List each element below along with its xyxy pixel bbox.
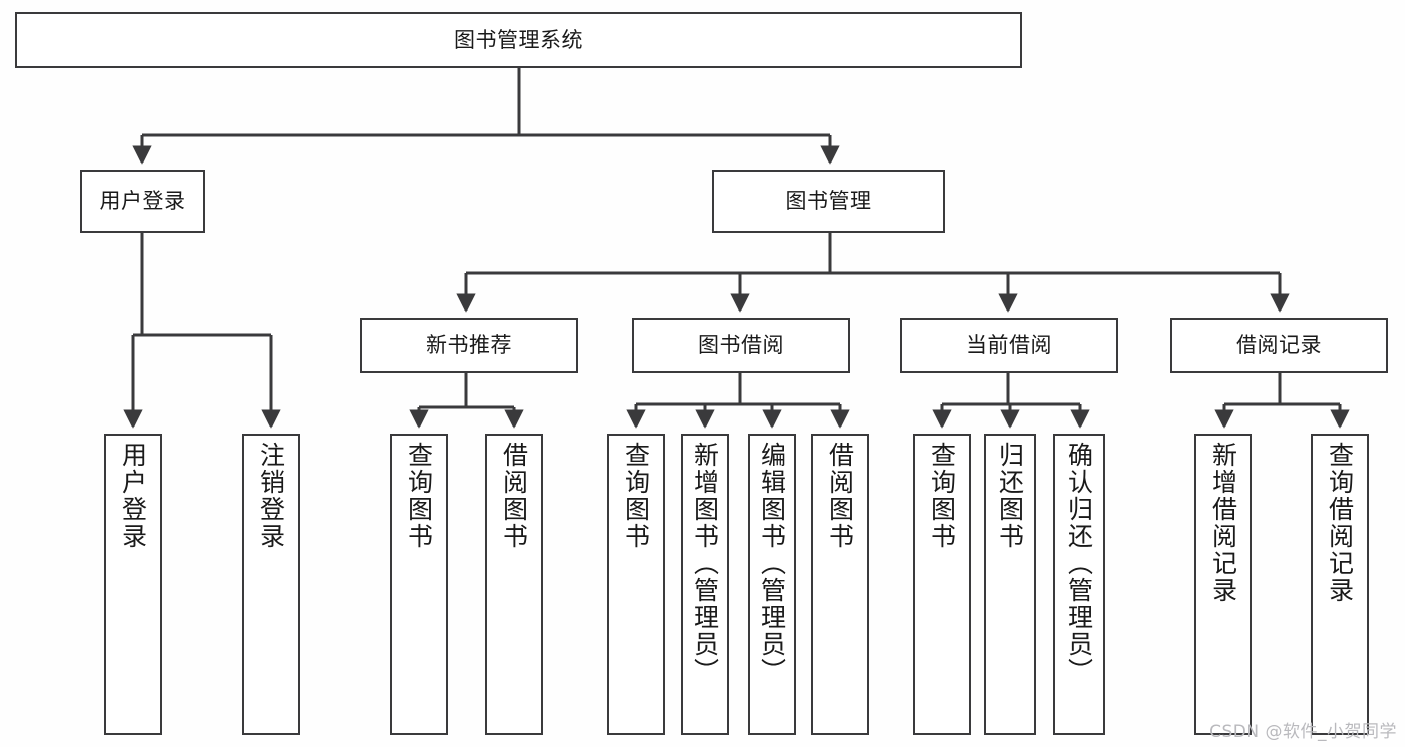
leaf-book-borrow-add[interactable]: 新增图书（管理员） (681, 434, 729, 735)
node-book-management[interactable]: 图书管理 (712, 170, 945, 233)
leaf-borrow-record-add[interactable]: 新增借阅记录 (1194, 434, 1252, 735)
node-label: 编辑图书（管理员） (757, 442, 787, 685)
node-label: 查询图书 (404, 442, 434, 550)
leaf-current-borrow-return[interactable]: 归还图书 (984, 434, 1036, 735)
node-label: 借阅图书 (825, 442, 855, 550)
leaf-new-book-query[interactable]: 查询图书 (390, 434, 448, 735)
node-borrow-record[interactable]: 借阅记录 (1170, 318, 1388, 373)
node-label: 用户登录 (99, 189, 186, 214)
leaf-current-borrow-query[interactable]: 查询图书 (913, 434, 971, 735)
node-label: 注销登录 (256, 442, 286, 550)
node-label: 当前借阅 (966, 333, 1052, 358)
node-label: 查询借阅记录 (1325, 442, 1355, 604)
node-label: 查询图书 (621, 442, 651, 550)
node-label: 新增借阅记录 (1208, 442, 1238, 604)
node-user-login[interactable]: 用户登录 (80, 170, 205, 233)
leaf-current-borrow-confirm[interactable]: 确认归还（管理员） (1053, 434, 1105, 735)
leaf-book-borrow-edit[interactable]: 编辑图书（管理员） (748, 434, 796, 735)
leaf-user-login-login[interactable]: 用户登录 (104, 434, 162, 735)
leaf-new-book-borrow[interactable]: 借阅图书 (485, 434, 543, 735)
node-root-system[interactable]: 图书管理系统 (15, 12, 1022, 68)
node-label: 查询图书 (927, 442, 957, 550)
node-book-borrow[interactable]: 图书借阅 (632, 318, 850, 373)
node-label: 图书管理 (785, 189, 872, 214)
leaf-book-borrow-borrow[interactable]: 借阅图书 (811, 434, 869, 735)
leaf-book-borrow-query[interactable]: 查询图书 (607, 434, 665, 735)
node-label: 用户登录 (118, 442, 148, 550)
node-label: 图书管理系统 (454, 27, 583, 52)
node-label: 确认归还（管理员） (1064, 442, 1094, 685)
node-new-book-recommend[interactable]: 新书推荐 (360, 318, 578, 373)
leaf-user-login-logout[interactable]: 注销登录 (242, 434, 300, 735)
watermark-text: CSDN @软件_小贺同学 (1209, 722, 1397, 742)
node-label: 新增图书（管理员） (690, 442, 720, 685)
node-label: 图书借阅 (698, 333, 784, 358)
leaf-borrow-record-query[interactable]: 查询借阅记录 (1311, 434, 1369, 735)
node-label: 新书推荐 (426, 333, 512, 358)
node-label: 借阅记录 (1236, 333, 1322, 358)
node-label: 归还图书 (995, 442, 1025, 550)
node-label: 借阅图书 (499, 442, 529, 550)
node-current-borrow[interactable]: 当前借阅 (900, 318, 1118, 373)
